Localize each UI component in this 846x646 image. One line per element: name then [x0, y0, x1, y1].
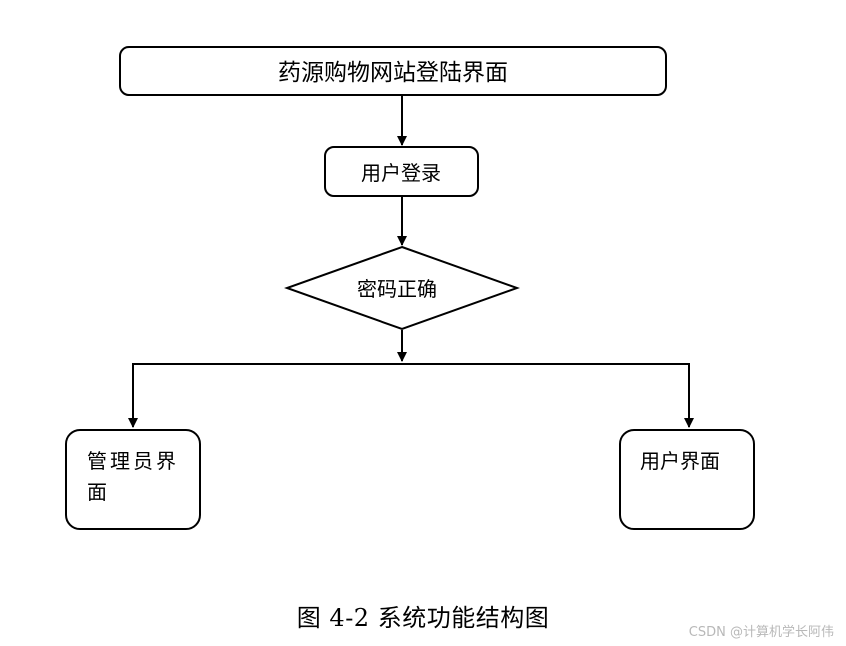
node-login-page: 药源购物网站登陆界面: [119, 46, 667, 96]
node-admin-ui-label-line1: 管理员界: [87, 449, 179, 473]
node-user-ui-label: 用户界面: [640, 449, 720, 473]
node-user-ui: 用户界面: [619, 429, 755, 530]
node-user-login-label: 用户登录: [361, 161, 441, 185]
node-admin-ui: 管理员界 面: [65, 429, 201, 530]
node-admin-ui-label-line2: 面: [87, 480, 107, 504]
node-login-page-label: 药源购物网站登陆界面: [278, 60, 508, 86]
node-user-login: 用户登录: [324, 146, 479, 197]
figure-caption: 图 4-2 系统功能结构图: [296, 604, 550, 632]
watermark: CSDN @计算机学长阿伟: [688, 625, 834, 640]
node-password-check-label: 密码正确: [357, 277, 437, 301]
node-password-check: 密码正确: [284, 245, 520, 331]
